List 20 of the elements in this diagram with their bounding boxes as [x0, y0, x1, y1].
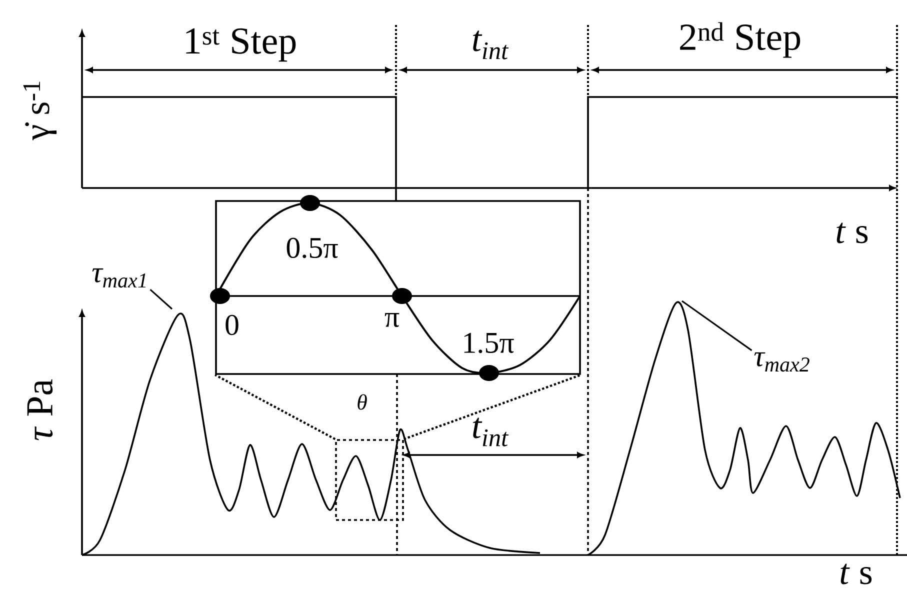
step-label: 2$^{nd}$ Step — [680, 22, 800, 58]
phase-label: 1.5π — [464, 332, 514, 354]
leader-line — [150, 288, 173, 310]
peak-label: τ$_{max2}$ — [754, 352, 810, 372]
phase-label: 0.5π — [286, 238, 338, 258]
x-axis-label: t s — [836, 222, 868, 244]
step-label: 1$^{st}$ Step — [186, 28, 296, 62]
y-axis-label: τ Pa — [27, 379, 53, 440]
interval-label: t$_{int}$ — [473, 418, 509, 446]
peak-label: τ$_{max1}$ — [92, 268, 146, 288]
zoom-line — [214, 374, 336, 440]
zoom-box — [335, 439, 404, 521]
phase-label: π — [384, 312, 400, 328]
phase-label: 0 — [226, 314, 238, 336]
zoom-line — [404, 374, 582, 440]
leader-line — [682, 300, 752, 352]
x-axis-label: t s — [840, 564, 872, 584]
angle-label: θ — [358, 394, 367, 410]
y-axis-label: γ̇ s$^{-1}$ — [23, 82, 57, 140]
interval-label: t$_{int}$ — [473, 30, 509, 60]
